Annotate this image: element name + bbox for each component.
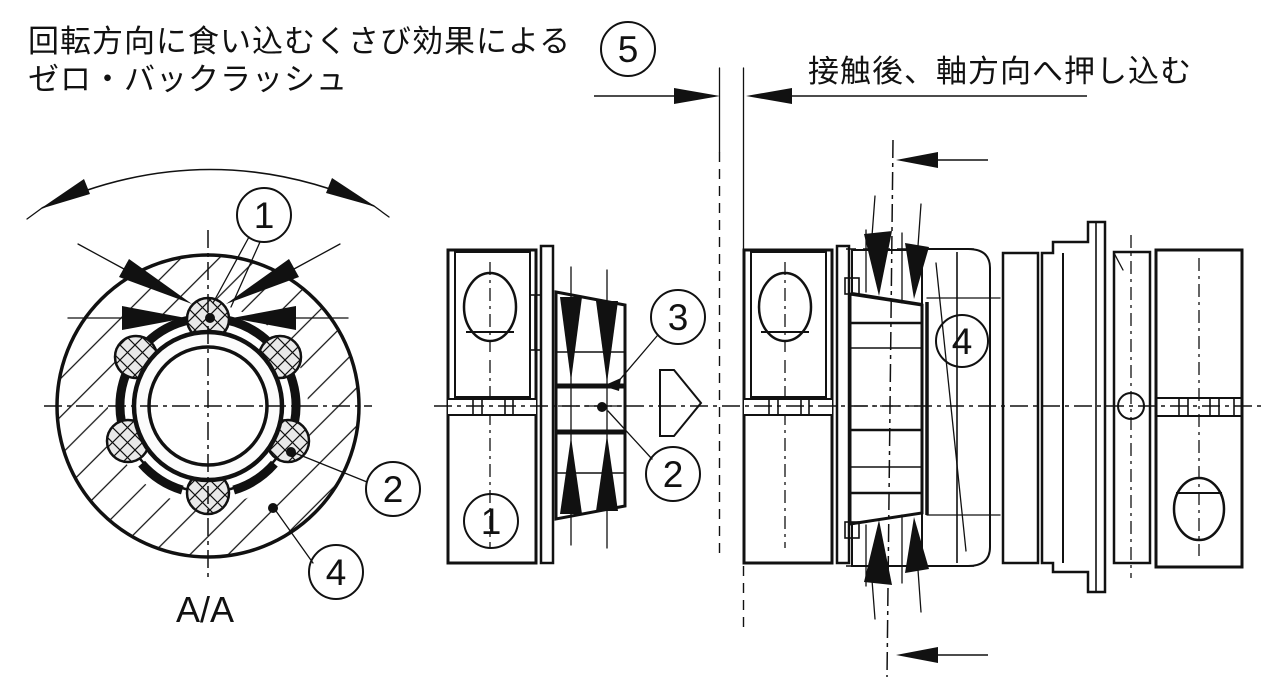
- callout-1-label: 1: [254, 195, 275, 236]
- clamp-screw-hole-right: [757, 262, 813, 352]
- callout-2-label: 2: [383, 469, 404, 510]
- hub-bore-steps: [530, 294, 541, 351]
- dimension-arrow-right: [746, 88, 792, 104]
- hub-side-view: [446, 244, 658, 565]
- axial-arrow-top: [896, 152, 938, 168]
- axial-push-note: 接触後、軸方向へ押し込む: [808, 54, 1192, 90]
- bellows-flange: [1040, 220, 1107, 594]
- callout-balloons: 1 2 4 1 3 2 4 5: [236, 21, 989, 600]
- hub-bore-window-right: [750, 251, 827, 398]
- callout-3-label: 3: [668, 297, 689, 338]
- cone-teeth: [560, 297, 618, 514]
- cone-body-right: [848, 292, 924, 526]
- outer-ring-hatch: [56, 254, 360, 558]
- end-hub-clamp-slit: [1156, 397, 1242, 417]
- outer-ring-profile: [922, 248, 991, 567]
- wedge-force-arrows: [67, 243, 349, 330]
- hub-clamp-slit: [448, 398, 536, 416]
- end-clamp-hub: [1154, 248, 1244, 569]
- dimension-arrow-left: [674, 88, 720, 104]
- callout-4-label: 4: [326, 552, 347, 593]
- callout-4-section: 4: [308, 544, 364, 600]
- hub-bore-window: [454, 251, 531, 398]
- leader-lines-left-view: [212, 236, 368, 564]
- callout-4-ring: 4: [935, 314, 989, 368]
- rotation-arrowhead-right: [326, 178, 376, 207]
- cone-clamping-element: [554, 266, 627, 549]
- callout-2-section: 2: [365, 461, 421, 517]
- gap-dimension: [594, 67, 1087, 634]
- callout-1-section: 1: [236, 187, 292, 243]
- spacer-ring: [1001, 251, 1040, 565]
- assembled-view: [742, 139, 1244, 678]
- cone-body: [554, 290, 627, 521]
- rotation-arrowhead-left: [40, 179, 90, 209]
- wedge-note-line2: ゼロ・バックラッシュ: [28, 62, 348, 98]
- hub-clamp-slit-right: [744, 398, 832, 416]
- rotation-arrow: [26, 168, 390, 220]
- callout-1-hub: 1: [463, 493, 519, 549]
- cone-pressed-in: [848, 229, 929, 587]
- outer-ring-taper: [935, 262, 967, 552]
- callout-4-ring-label: 4: [952, 321, 973, 362]
- press-in-axis: [886, 139, 988, 678]
- section-view-aa: A/A: [26, 168, 390, 630]
- clamp-screw-hole: [462, 262, 518, 352]
- leader-dot-ring: [268, 503, 278, 513]
- axial-arrow-bottom: [896, 647, 938, 663]
- leader-dot-cone: [597, 402, 607, 412]
- leader-dot-lobe-side: [286, 447, 296, 457]
- end-hub-screw-hole: [1172, 476, 1226, 542]
- callout-5-gap: 5: [600, 21, 656, 77]
- section-label: A/A: [176, 589, 234, 630]
- leader-lines-middle-view: [603, 335, 658, 460]
- callout-3-cone: 3: [650, 289, 706, 345]
- callout-1-hub-label: 1: [481, 501, 502, 542]
- assembly-direction-arrow: [659, 369, 703, 437]
- press-force-arrows: [864, 195, 929, 620]
- hub-flange: [539, 244, 555, 565]
- leader-dot-lobe-top: [205, 313, 215, 323]
- callout-2-cone: 2: [645, 446, 701, 502]
- wedge-note-line1: 回転方向に食い込むくさび効果による: [28, 24, 571, 60]
- callout-2-cone-label: 2: [663, 454, 684, 495]
- callout-5-label: 5: [618, 29, 639, 70]
